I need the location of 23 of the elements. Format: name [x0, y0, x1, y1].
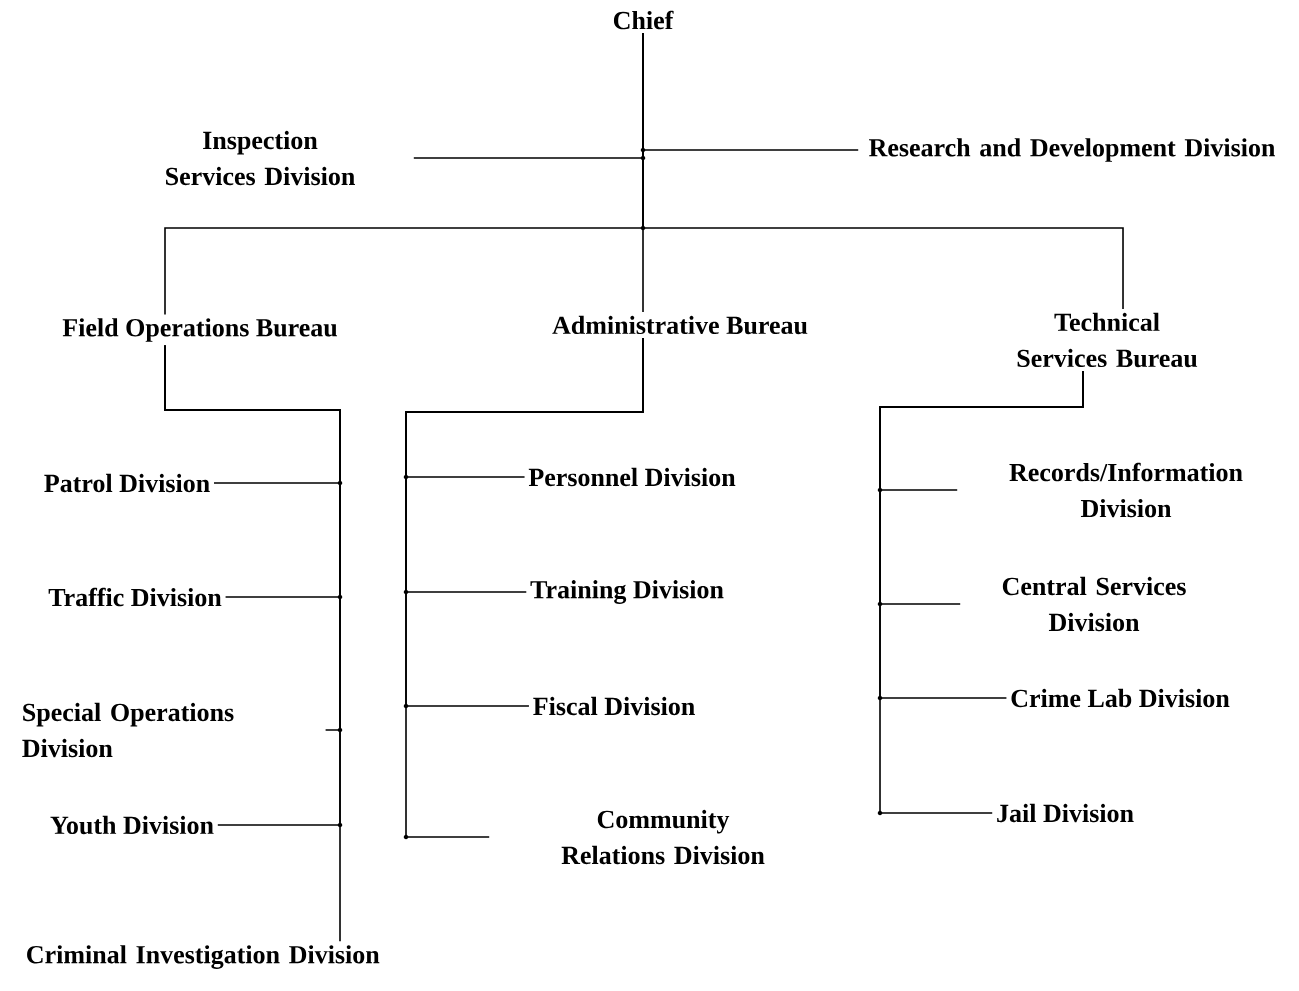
org-label: Central Services Division — [1002, 576, 1186, 632]
org-label: Technical Services Bureau — [1017, 312, 1198, 368]
connector-line — [164, 344, 341, 943]
org-label: Community Relations Division — [561, 809, 765, 865]
connector-line — [642, 32, 1124, 310]
org-label: Records/Information Division — [1009, 462, 1243, 518]
org-label: Traffic Division — [48, 587, 222, 607]
org-label: Chief — [613, 10, 674, 30]
org-label: Field Operations Bureau — [62, 318, 338, 342]
org-label: Research and Development Division — [869, 138, 1275, 162]
org-label: Training Division — [530, 580, 724, 604]
connector-line — [877, 370, 1084, 816]
org-label: Patrol Division — [44, 473, 210, 493]
org-label: Criminal Investigation Division — [27, 945, 380, 969]
org-label: Special Operations Division — [22, 702, 234, 758]
org-label: Fiscal Division — [533, 696, 695, 716]
org-label: Administrative Bureau — [552, 315, 808, 335]
org-label: Youth Division — [50, 815, 214, 835]
org-label: Personnel Division — [528, 467, 736, 487]
connector-line — [403, 337, 644, 840]
org-label: Jail Division — [997, 803, 1134, 823]
org-label: Inspection Services Division — [166, 130, 355, 186]
org-label: Crime Lab Division — [1011, 688, 1230, 708]
